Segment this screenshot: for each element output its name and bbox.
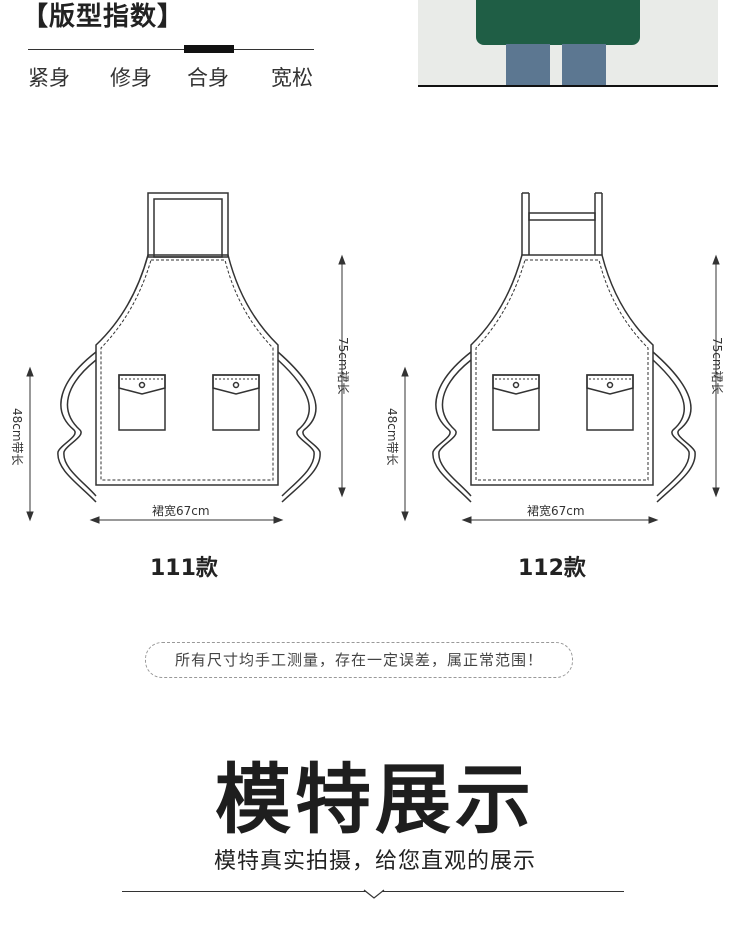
length-label-111: 75cm裙长 [336,337,350,395]
fit-option-tight: 紧身 [28,66,70,90]
fit-option-loose: 宽松 [271,66,313,90]
apron-diagram-112-svg [401,192,720,524]
fit-index-scale-line [28,49,314,50]
apron-diagram-111-svg [26,192,346,524]
style-label-111: 111款 [150,556,218,581]
fit-option-slim: 修身 [110,66,152,90]
apron-diagram-112: 75cm裙长 48cm带长 裙宽67cm [375,180,750,540]
apron-body [95,254,279,486]
model-section-title: 模特展示 [215,755,535,844]
chevron-down-icon [363,889,385,899]
fit-option-regular: 合身 [187,66,229,90]
fit-index-selected-marker [184,45,234,53]
style-label-112: 112款 [518,556,586,581]
left-tie [57,351,97,503]
model-photo-crop [418,0,718,87]
strap-buckle-bar [528,212,596,221]
measurement-note: 所有尺寸均手工测量，存在一定误差，属正常范围！ [145,642,573,678]
width-label-112: 裙宽67cm [527,504,585,518]
apron-body [470,254,654,486]
left-tie [432,351,472,503]
apron-diagram-111: 75cm裙长 48cm带长 裙宽67cm [0,180,375,540]
fit-index-title: 【版型指数】 [22,2,185,32]
model-section-subtitle: 模特真实拍摄，给您直观的展示 [213,849,536,874]
tie-label-112: 48cm带长 [385,408,399,466]
length-label-112: 75cm裙长 [710,337,724,395]
right-tie [652,351,696,503]
jeans-legs-image [506,44,610,85]
neck-strap [147,192,229,258]
tie-label-111: 48cm带长 [10,408,24,466]
width-label-111: 裙宽67cm [152,504,210,518]
green-apron-image [476,0,640,45]
right-tie [277,351,321,503]
